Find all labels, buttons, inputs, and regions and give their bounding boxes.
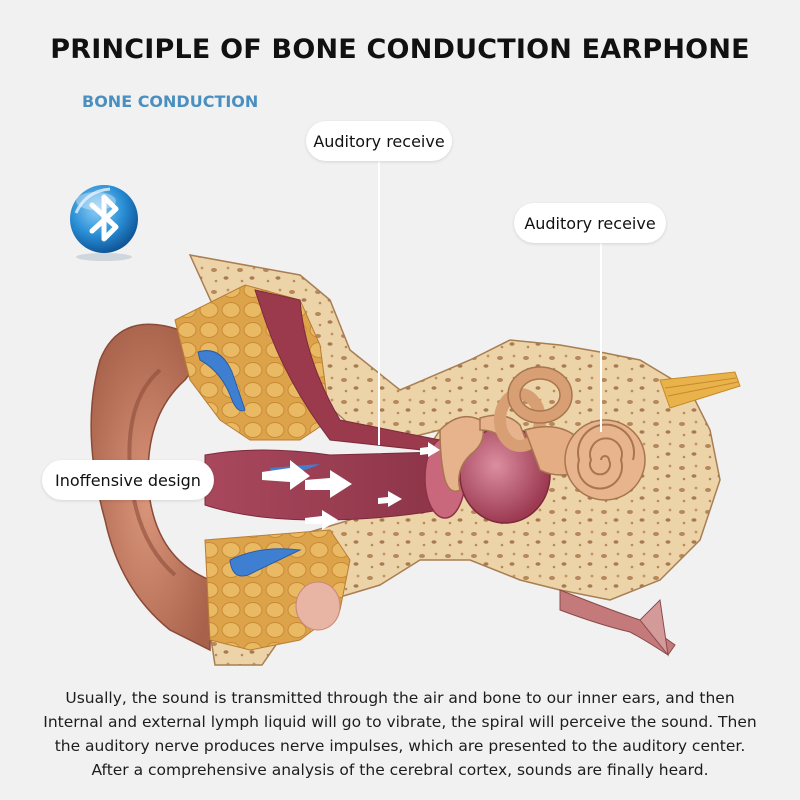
callout-auditory-receive-top: Auditory receive (306, 121, 452, 161)
page-title: PRINCIPLE OF BONE CONDUCTION EARPHONE (50, 34, 750, 65)
bluetooth-icon (70, 185, 138, 261)
leader-line-right (600, 242, 602, 432)
callout-inoffensive-design: Inoffensive design (42, 460, 214, 500)
leader-line-top (378, 160, 380, 445)
callout-auditory-receive-right: Auditory receive (514, 203, 666, 243)
section-subtitle: BONE CONDUCTION (82, 92, 259, 111)
description-paragraph: Usually, the sound is transmitted throug… (43, 689, 757, 779)
sound-wave-arrow-icon (262, 442, 440, 530)
